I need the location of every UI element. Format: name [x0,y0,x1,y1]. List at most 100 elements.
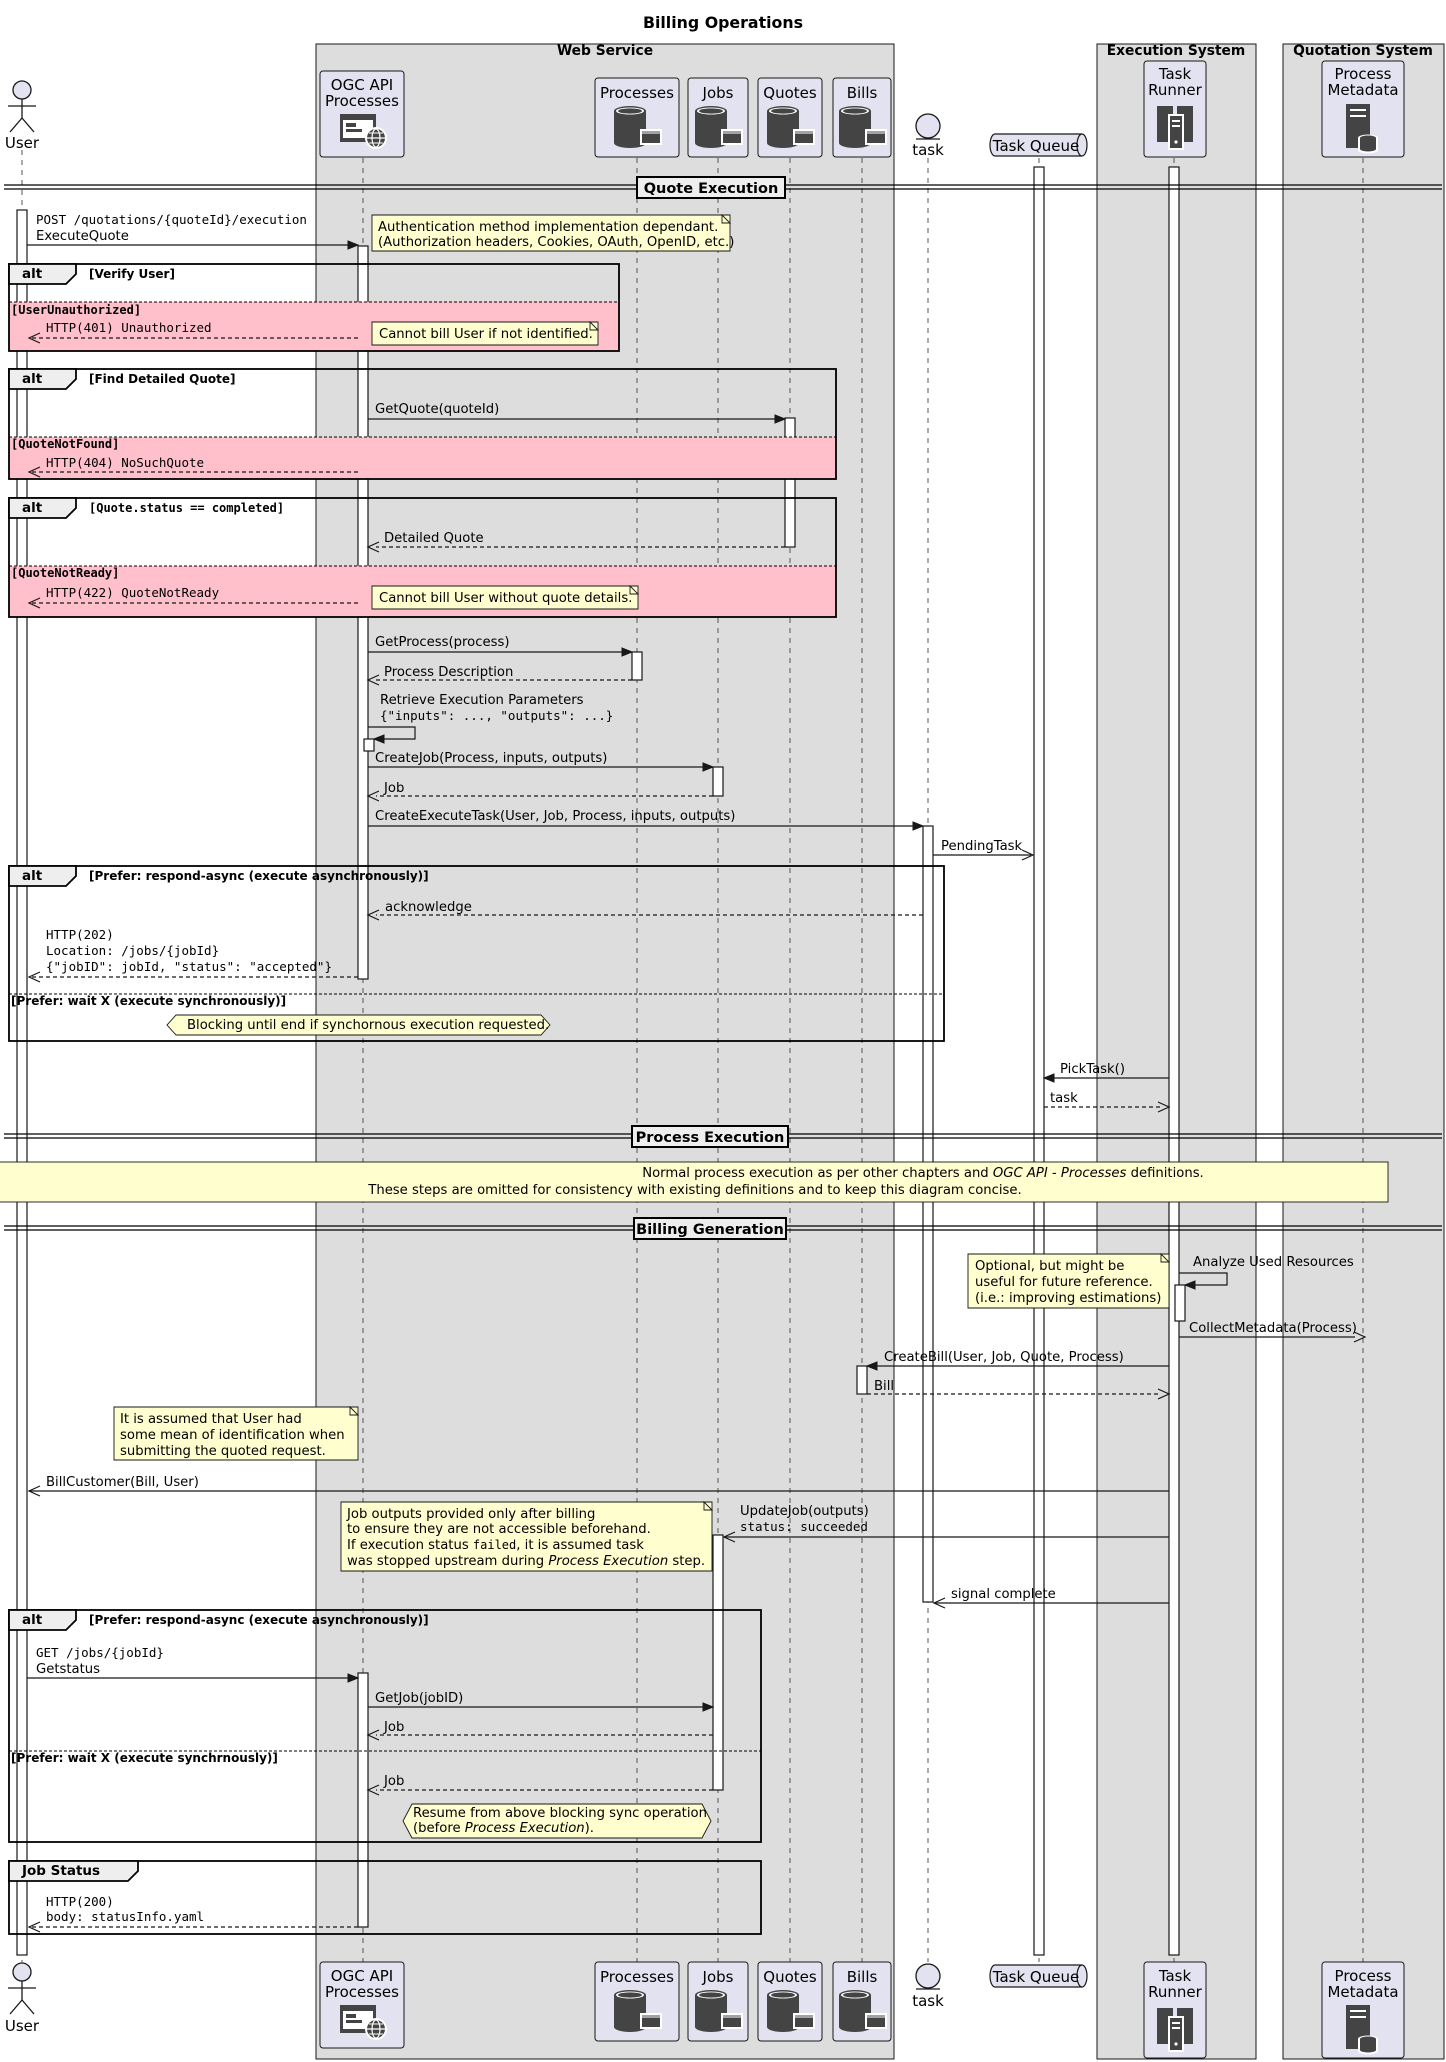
participant-label: Process [1335,1967,1392,1985]
participant-quotes-bottom: Quotes [757,1961,823,2042]
participant-task-bottom: task [912,1963,944,2010]
message-label: Location: /jobs/{jobId} [46,943,219,958]
message-label: Bill [874,1379,894,1394]
participant-label: Processes [325,92,399,110]
activation-bills [856,1365,868,1395]
message-label: PendingTask [941,839,1023,854]
note-text: (before Process Execution). [413,1821,594,1836]
participant-label: Task Queue [992,1968,1079,1986]
participant-label: OGC API [331,76,393,94]
participant-label: Quotes [763,1968,817,1986]
alt-condition: [Quote.status == completed] [89,501,284,515]
note-text: It is assumed that User had [120,1412,302,1427]
participant-label: task [912,1992,944,2010]
note-normal-process-execution: Normal process execution as per other ch… [0,1161,1389,1203]
activation-task-runner [1168,166,1180,1956]
box-title-web-service: Web Service [557,43,653,59]
participant-task-queue-top: Task Queue [989,133,1088,157]
note-blocking: Blocking until end if synchornous execut… [166,1014,551,1036]
box-title-execution-system: Execution System [1107,43,1246,59]
message-label: HTTP(401) Unauthorized [46,320,212,335]
box-title-quotation-system: Quotation System [1293,43,1433,59]
message-bill-customer: BillCustomer(Bill, User) [27,1475,1169,1497]
participant-label: Bills [847,84,878,102]
activation-task-queue [1033,166,1045,1956]
message-process-description: Process Description [366,665,632,686]
message-label: PickTask() [1060,1062,1125,1077]
participant-user-bottom: User [5,1962,40,2035]
participant-label: Metadata [1327,1983,1398,2001]
diagram-title: Billing Operations [643,13,803,32]
group-label: Job Status [21,1863,100,1879]
note-not-identified: Cannot bill User if not identified. [371,320,600,346]
message-label: CollectMetadata(Process) [1189,1321,1357,1336]
message-label: signal complete [951,1587,1056,1602]
note-assumed-identification: It is assumed that User had some mean of… [113,1405,360,1461]
note-text: (Authorization headers, Cookies, OAuth, … [378,235,734,250]
participant-label: Quotes [763,84,817,102]
note-text: (i.e.: improving estimations) [975,1291,1161,1306]
message-label: Job [383,781,404,796]
activation-task-runner-self [1174,1284,1186,1322]
activation-processes [631,651,643,681]
participant-label: Task [1158,65,1192,83]
message-label: HTTP(202) [46,927,114,942]
participant-task-runner-bottom: Task Runner [1143,1961,1207,2059]
participant-label: Task [1158,1967,1192,1985]
note-optional: Optional, but might be useful for future… [967,1252,1171,1309]
message-retrieve-params: Retrieve Execution Parameters {"inputs":… [368,693,613,744]
alt-keyword: alt [22,1612,43,1628]
note-text: some mean of identification when [120,1428,345,1443]
participant-processes-top: Processes [594,77,680,158]
message-label: Getstatus [36,1662,100,1677]
message-execute-quote: POST /quotations/{quoteId}/execution Exe… [27,212,360,250]
message-analyze-used-resources: Analyze Used Resources [1179,1255,1354,1290]
activation-quotes [784,417,796,548]
message-get-job: GetJob(jobID) [368,1691,715,1712]
note-job-outputs: Job outputs provided only after billing … [340,1500,714,1572]
entity-icon [915,113,941,139]
message-label: HTTP(404) NoSuchQuote [46,455,204,470]
participant-task-top: task [912,113,944,159]
note-text: Normal process execution as per other ch… [642,1166,1204,1181]
message-update-job: UpdateJob(outputs) status: succeeded [722,1504,1169,1543]
divider-label: Process Execution [636,1130,785,1146]
message-label: GetQuote(quoteId) [375,402,499,417]
message-job-2: Job [366,1720,713,1741]
message-job-3: Job [366,1774,713,1796]
participant-quotes-top: Quotes [757,77,823,158]
message-label: Process Description [384,665,513,680]
participant-label: Processes [600,1968,674,1986]
participant-label: Runner [1148,1983,1202,2001]
participant-label: Processes [325,1983,399,2001]
message-http200: HTTP(200) body: statusInfo.yaml [27,1894,358,1933]
message-acknowledge: acknowledge [366,900,923,921]
alt-else-condition: [Prefer: wait X (execute synchronously)] [11,994,286,1008]
divider-label: Quote Execution [644,181,779,197]
participant-task-runner-top: Task Runner [1143,60,1207,158]
message-signal-complete: signal complete [932,1587,1169,1609]
note-text: Job outputs provided only after billing [346,1507,595,1522]
note-text: Resume from above blocking sync operatio… [413,1806,707,1821]
participant-processes-bottom: Processes [594,1961,680,2042]
participant-jobs-bottom: Jobs [687,1961,749,2042]
alt-keyword: alt [22,371,43,387]
participant-label: Task Queue [992,137,1079,155]
divider-billing-generation: Billing Generation [4,1217,1442,1240]
message-http401: HTTP(401) Unauthorized [27,320,358,344]
participant-label: User [5,2017,40,2035]
participant-task-queue-bottom: Task Queue [989,1964,1088,1988]
participant-jobs-top: Jobs [687,77,749,158]
alt-keyword: alt [22,868,43,884]
message-collect-metadata: CollectMetadata(Process) [1179,1321,1367,1343]
alt-condition: [Prefer: respond-async (execute asynchro… [89,1613,429,1627]
activation-jobs [712,766,724,797]
message-label: CreateExecuteTask(User, Job, Process, in… [375,809,735,824]
message-label: BillCustomer(Bill, User) [46,1475,199,1490]
participant-label: Metadata [1327,81,1398,99]
participant-label: Jobs [702,1968,734,1986]
alt-else-condition: [QuoteNotReady] [11,566,119,580]
note-text: was stopped upstream during Process Exec… [347,1554,705,1569]
message-http404: HTTP(404) NoSuchQuote [27,455,358,478]
